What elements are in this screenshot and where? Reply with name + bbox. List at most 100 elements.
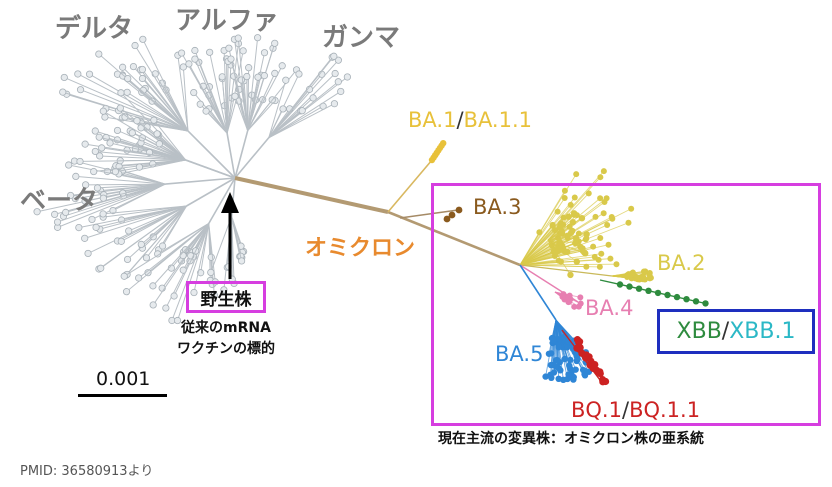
gray-node: [210, 291, 218, 299]
ba2-node: [555, 245, 563, 253]
bq11-text: BQ.1.1: [629, 398, 701, 422]
gray-branch: [152, 223, 210, 306]
gray-node: [60, 73, 68, 82]
gray-node: [91, 147, 99, 156]
gray-node: [122, 288, 131, 296]
gray-branch: [247, 77, 259, 131]
ba5-branch: [555, 319, 569, 375]
gray-node: [196, 100, 204, 108]
gray-node: [133, 117, 141, 125]
gray-branch: [100, 205, 187, 269]
gray-node: [185, 60, 193, 68]
gray-node: [170, 292, 178, 300]
gray-branch: [209, 52, 228, 134]
ba2-node: [600, 168, 607, 175]
gray-branch: [126, 91, 189, 132]
gray-node: [128, 129, 136, 137]
ba5-node: [565, 371, 572, 378]
ba2-node: [569, 219, 577, 226]
ba5-node: [555, 375, 562, 383]
ba2-node: [641, 276, 648, 283]
scale-label: 0.001: [96, 368, 151, 390]
gray-branch: [75, 175, 166, 185]
gray-node: [101, 113, 109, 121]
ba1-text: BA.1: [408, 108, 457, 132]
gray-branch: [127, 78, 189, 132]
bq1-node: [576, 338, 584, 346]
bq1-node: [596, 369, 604, 378]
ba2-node: [571, 194, 578, 201]
ba2-node: [596, 263, 603, 270]
gray-node: [162, 304, 170, 312]
gray-branch: [123, 223, 210, 277]
bq1-text: BQ.1: [571, 398, 622, 422]
gray-node: [225, 44, 233, 52]
gray-node: [331, 69, 339, 78]
ba2-branch: [611, 275, 639, 279]
ba4-node: [575, 303, 582, 310]
ba1-label: BA.1/BA.1.1: [408, 110, 532, 131]
ba2-node: [567, 229, 575, 237]
gray-branch: [188, 63, 228, 134]
ba11-text: BA.1.1: [463, 108, 533, 132]
ba2-node: [592, 213, 599, 220]
gray-branch: [173, 223, 210, 297]
arrow-head: [221, 192, 239, 213]
gray-node: [137, 240, 145, 249]
gray-node: [123, 88, 131, 96]
gray-node: [124, 74, 132, 83]
gray-branch: [237, 38, 249, 131]
gray-node: [76, 157, 84, 166]
gray-node: [260, 72, 268, 80]
gray-node: [234, 34, 242, 42]
gray-node: [59, 88, 67, 96]
gray-branch: [121, 205, 187, 242]
source-citation: PMID: 36580913より: [20, 464, 154, 479]
gray-branch: [99, 155, 186, 161]
ba5-branch: [555, 319, 578, 360]
ba2-branch: [547, 239, 585, 253]
gray-node: [295, 70, 303, 78]
gray-node: [131, 41, 139, 50]
xbb-node: [692, 298, 700, 305]
ba2-node: [609, 215, 616, 222]
gray-node: [139, 35, 147, 43]
ba2-branch: [519, 173, 577, 266]
omicron-subclades: [428, 140, 709, 386]
gray-branch: [142, 39, 189, 132]
trunk-branches: [234, 159, 521, 267]
ba3-label: BA.3: [473, 195, 522, 219]
gray-node: [159, 242, 167, 250]
gray-node: [74, 70, 82, 78]
ba5-node: [548, 374, 555, 382]
gray-branch: [268, 103, 335, 139]
ba4-node: [566, 292, 573, 299]
omicron-caption: 現在主流の変異株：オミクロン株の亜系統: [438, 431, 704, 447]
gray-node: [125, 227, 133, 235]
ba5-node: [552, 363, 560, 370]
gray-branch: [226, 43, 239, 134]
xbb-text: XBB: [676, 319, 722, 344]
ba2-node: [646, 270, 653, 277]
gray-node: [81, 234, 89, 242]
wild-type-arrow: [221, 192, 239, 279]
gray-branch: [231, 216, 243, 262]
gray-branch: [226, 133, 236, 179]
gray-node: [231, 92, 239, 100]
gray-branch: [139, 159, 186, 168]
gray-branch: [268, 73, 336, 139]
gray-node: [309, 94, 317, 102]
xbb-separator: /: [721, 319, 730, 344]
gray-branch: [153, 119, 187, 161]
gray-node: [85, 70, 94, 78]
gray-branch: [171, 223, 210, 321]
gray-branch: [152, 223, 210, 287]
beta-label: ベータ: [20, 186, 99, 216]
ba1-branch: [387, 159, 433, 213]
gray-node: [95, 50, 103, 58]
gray-branch: [268, 110, 303, 139]
gray-branch: [64, 76, 189, 132]
gray-branch: [177, 55, 189, 132]
gray-branch: [142, 78, 189, 132]
